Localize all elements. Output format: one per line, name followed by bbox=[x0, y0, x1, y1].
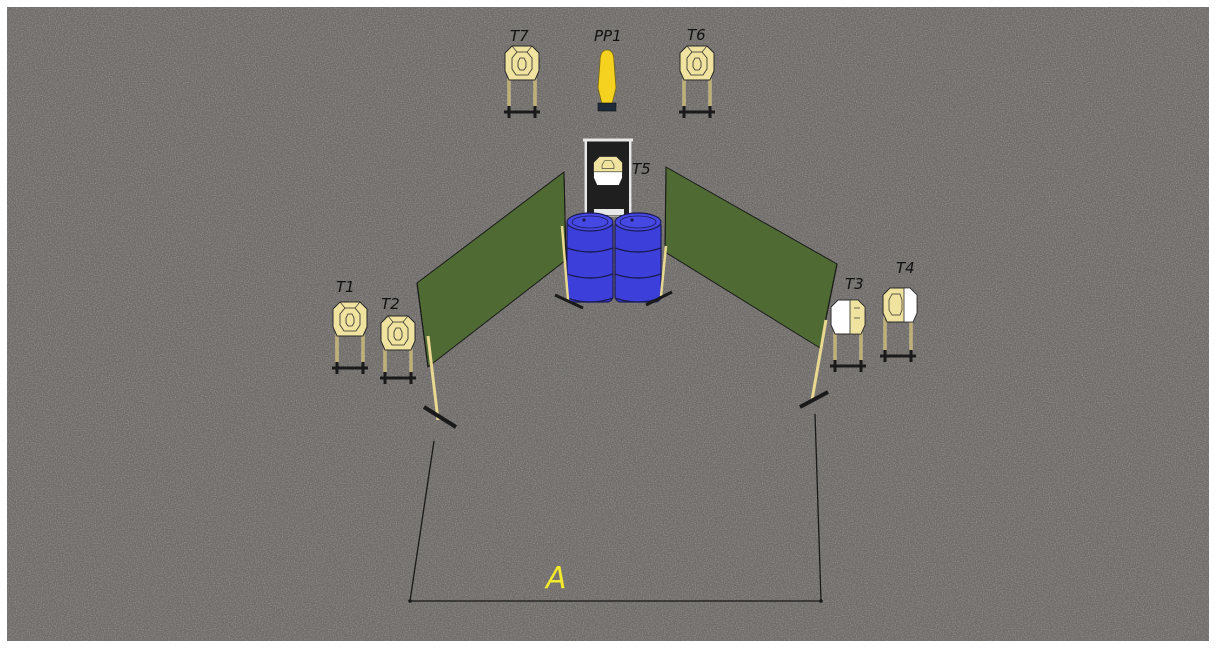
target-t5-label: T5 bbox=[632, 160, 651, 178]
target-t3-label: T3 bbox=[845, 275, 864, 293]
popper-pp1-label: PP1 bbox=[594, 27, 622, 45]
target-t6-label: T6 bbox=[687, 26, 706, 44]
wall-left bbox=[416, 171, 584, 429]
target-t7-label: T7 bbox=[510, 27, 529, 45]
target-t5-board bbox=[583, 138, 633, 217]
target-t5 bbox=[593, 156, 623, 186]
shooting-area-label: A bbox=[544, 561, 567, 596]
shooting-area-outline bbox=[408, 413, 823, 603]
wall-right bbox=[645, 166, 838, 409]
target-t1-label: T1 bbox=[336, 278, 355, 296]
target-t4-label: T4 bbox=[896, 259, 915, 277]
target-t3 bbox=[828, 299, 868, 374]
target-t2-label: T2 bbox=[381, 295, 400, 313]
barrel-right bbox=[614, 212, 662, 303]
barrel-left bbox=[566, 212, 614, 303]
popper-pp1 bbox=[597, 49, 617, 112]
target-t4 bbox=[878, 287, 918, 364]
